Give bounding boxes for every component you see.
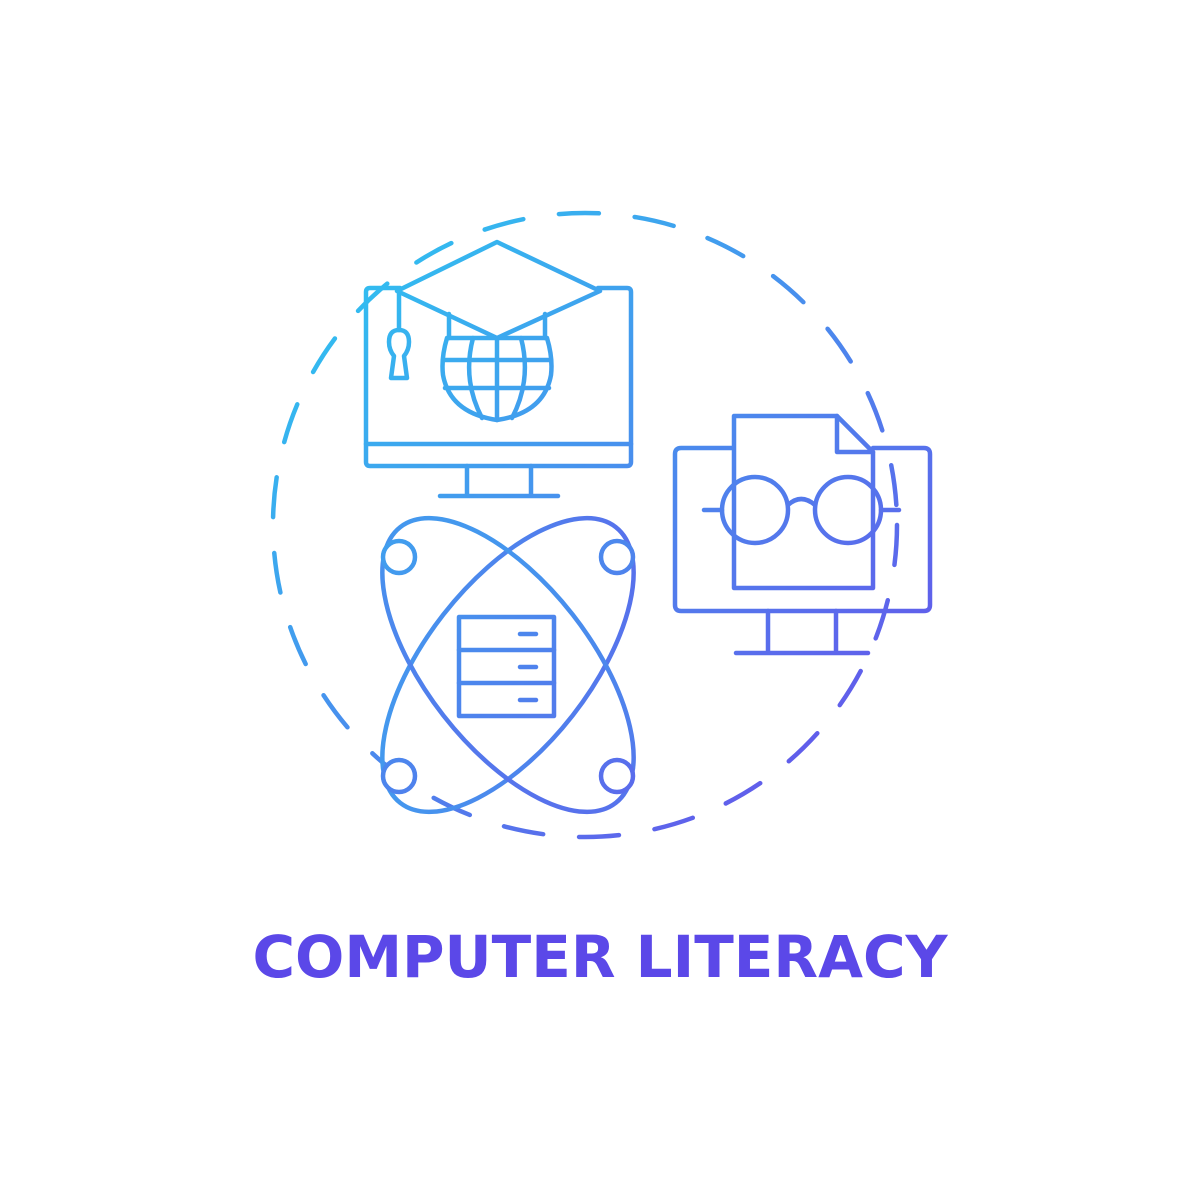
- monitor-stand: [437, 463, 561, 499]
- orbit-node-top-right: [598, 538, 636, 576]
- tassel: [386, 327, 412, 381]
- monitor-frame: [672, 445, 933, 614]
- document-fold: [834, 413, 876, 455]
- document-glasses-monitor-icon: [672, 413, 933, 656]
- orbit-ellipse-1: [380, 515, 636, 815]
- server-slots: [517, 631, 539, 703]
- orbit-ellipse-2: [380, 515, 636, 815]
- atom-server-icon: [380, 515, 636, 815]
- dashed-circle: [270, 210, 900, 840]
- monitor-frame: [363, 285, 634, 469]
- orbit-node-bottom-left: [380, 757, 418, 795]
- document-sheet: [731, 413, 876, 591]
- server-rack: [456, 614, 557, 719]
- server-shelves: [456, 647, 557, 686]
- monitor-stand: [733, 608, 871, 656]
- orbit-node-top-left: [380, 538, 418, 576]
- graduation-cap-globe-monitor-icon: [363, 239, 634, 499]
- caption-title: COMPUTER LITERACY: [252, 923, 948, 991]
- globe-meridians: [466, 335, 528, 423]
- orbit-node-bottom-right: [598, 757, 636, 795]
- cap-sides: [446, 311, 548, 341]
- glasses-bridge: [785, 496, 818, 508]
